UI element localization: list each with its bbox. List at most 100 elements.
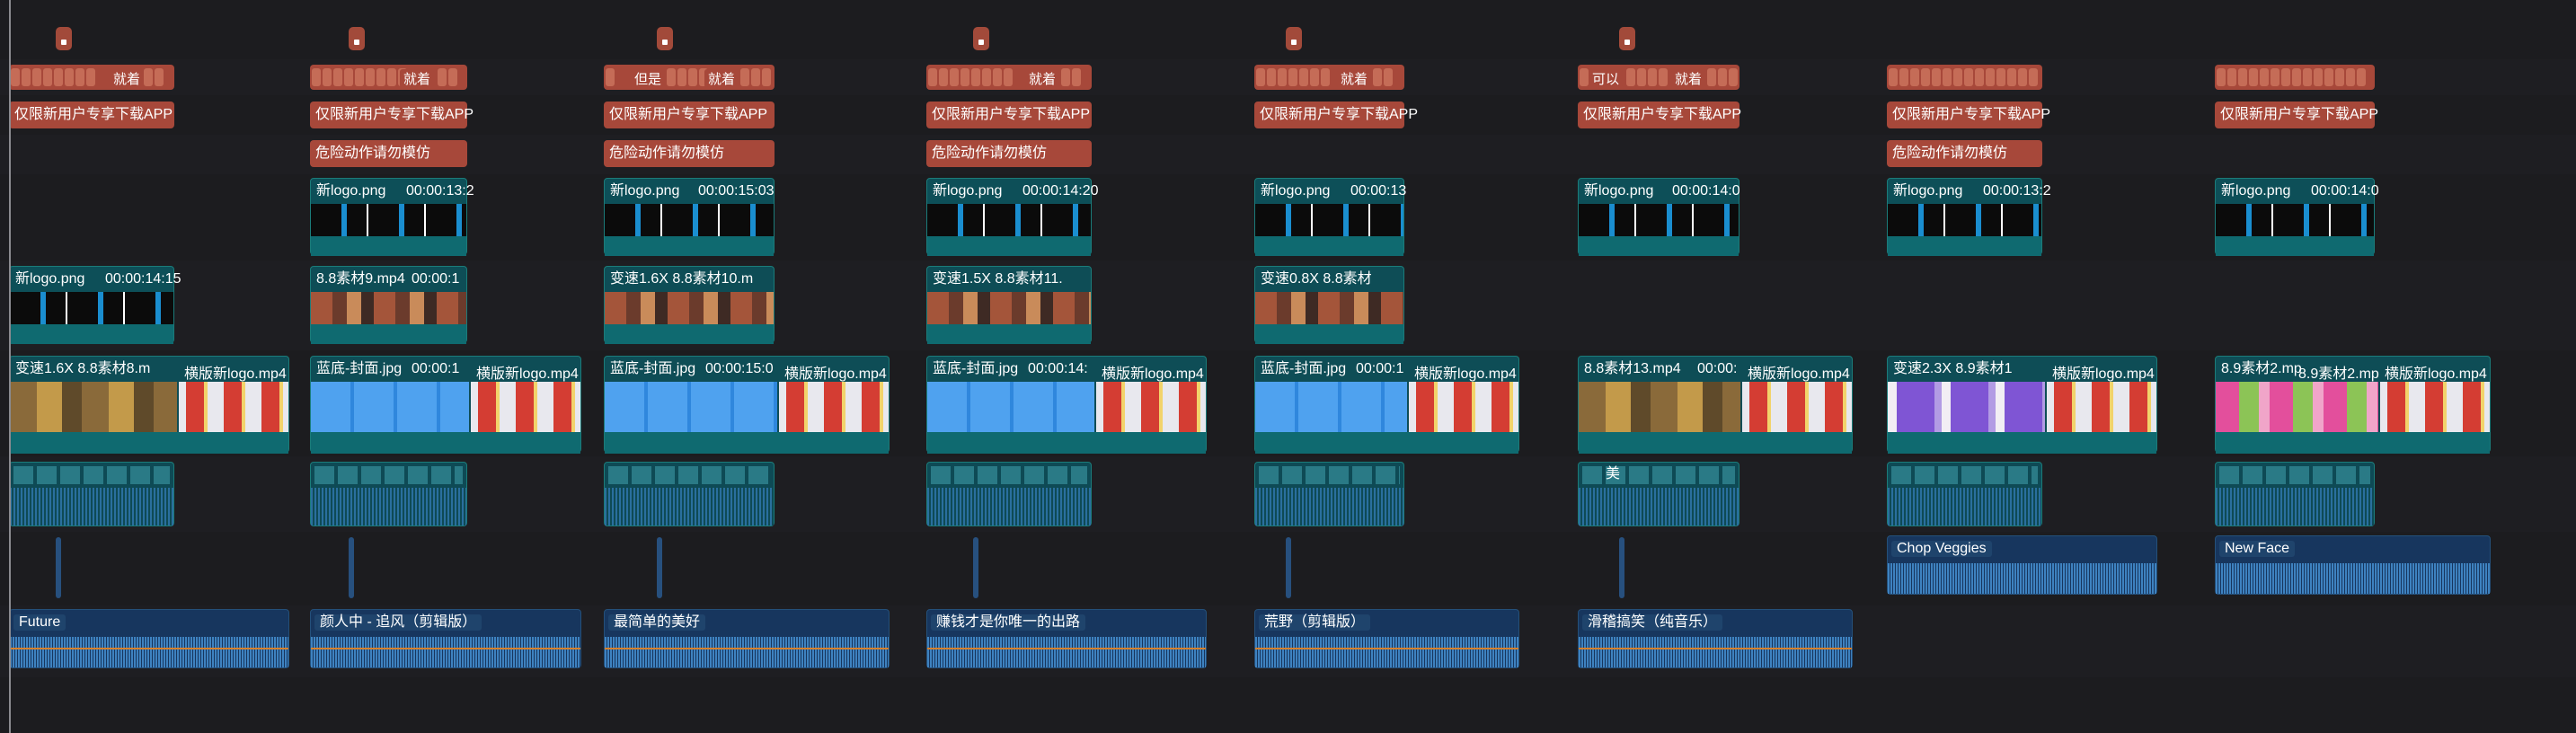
main-video-clip[interactable]: 变速2.3X 8.9素材1 横版新logo.mp4	[1887, 356, 2157, 454]
text-clip[interactable]: 危险动作请勿模仿	[310, 140, 467, 167]
marker-flag[interactable]	[56, 27, 72, 50]
marker-flag[interactable]	[349, 27, 365, 50]
audio-marker-clip[interactable]	[973, 537, 978, 598]
music-clip[interactable]: New Face	[2215, 535, 2491, 595]
text-clip[interactable]: 仅限新用户专享下载APP	[1578, 102, 1741, 128]
clip-duration: 00:00:15:03	[698, 183, 775, 199]
main-video-clip[interactable]: 蓝底-封面.jpg 00:00:14: 横版新logo.mp4	[926, 356, 1207, 454]
text-clip[interactable]: 危险动作请勿模仿	[604, 140, 775, 167]
music-clip[interactable]: Future	[9, 609, 289, 668]
marker-flag[interactable]	[973, 27, 989, 50]
audio-marker-clip[interactable]	[1619, 537, 1624, 598]
main-video-clip[interactable]: 蓝底-封面.jpg 00:00:15:0 横版新logo.mp4	[604, 356, 890, 454]
clip-label: 蓝底-封面.jpg	[933, 361, 1019, 376]
sfx-clip[interactable]	[1887, 462, 2042, 526]
text-clip[interactable]: 仅限新用户专享下载APP	[310, 102, 474, 128]
thumbnail-strip	[605, 292, 774, 324]
marker-flag[interactable]	[1286, 27, 1302, 50]
music-clip[interactable]: 颜人中 - 追风（剪辑版）	[310, 609, 581, 668]
logo-clip[interactable]: 新logo.png 00:00:14:0	[1578, 178, 1740, 256]
clip-duration: 00:00:14:0	[1672, 183, 1740, 199]
volume-line[interactable]	[311, 648, 580, 649]
sfx-clip[interactable]	[1254, 462, 1404, 526]
clip-duration: 00:00:14:	[1028, 361, 1088, 376]
music-clip[interactable]: 最简单的美好	[604, 609, 890, 668]
text-clip[interactable]: 仅限新用户专享下载APP	[1254, 102, 1418, 128]
text-clip[interactable]: 危险动作请勿模仿	[1887, 140, 2042, 167]
marker-flag[interactable]	[657, 27, 673, 50]
volume-line[interactable]	[1579, 648, 1852, 649]
sfx-clip[interactable]	[926, 462, 1092, 526]
text-clip[interactable]: 仅限新用户专享下载APP	[1887, 102, 2050, 128]
text-chip-clip[interactable]: 就着	[1254, 65, 1404, 90]
text-chip-clip[interactable]: 就着	[9, 65, 174, 90]
volume-line[interactable]	[605, 648, 889, 649]
text-clip[interactable]: 仅限新用户专享下载APP	[604, 102, 775, 128]
clip-label: 新logo.png	[1584, 183, 1654, 199]
main-video-clip[interactable]: 蓝底-封面.jpg 00:00:1 横版新logo.mp4	[1254, 356, 1519, 454]
clip-label: 荒野（剪辑版）	[1259, 614, 1371, 631]
text-chip-clip[interactable]: 就着	[310, 65, 467, 90]
text-clip[interactable]: 仅限新用户专享下载APP	[9, 102, 174, 128]
marker-flag[interactable]	[1619, 27, 1635, 50]
main-video-clip[interactable]: 变速1.6X 8.8素材8.m 横版新logo.mp4	[9, 356, 289, 454]
text-clip[interactable]: 危险动作请勿模仿	[926, 140, 1092, 167]
audio-marker-clip[interactable]	[657, 537, 662, 598]
playhead[interactable]	[9, 0, 11, 733]
thumbnail-strip	[311, 204, 466, 236]
clip-duration: 00:00:13:2	[1983, 183, 2051, 199]
music-clip[interactable]: Chop Veggies	[1887, 535, 2157, 595]
clip-label: 8.8素材13.mp4	[1584, 361, 1681, 376]
music-clip[interactable]: 荒野（剪辑版）	[1254, 609, 1519, 668]
sfx-clip[interactable]	[2215, 462, 2375, 526]
main-video-clip[interactable]: 8.8素材13.mp4 00:00: 横版新logo.mp4	[1578, 356, 1853, 454]
audio-marker-clip[interactable]	[1286, 537, 1291, 598]
text-clip[interactable]: 仅限新用户专享下载APP	[2215, 102, 2378, 128]
clip-label: 蓝底-封面.jpg	[1261, 361, 1347, 376]
text-chip-clip[interactable]: 但是 就着	[604, 65, 775, 90]
thumbnail-strip	[311, 292, 466, 324]
sfx-clip[interactable]	[604, 462, 775, 526]
clip-label: 8.9素材2.mp	[2221, 361, 2302, 376]
text-chip-clip[interactable]: 可以 就着	[1578, 65, 1739, 90]
thumbnail-strip	[605, 382, 777, 432]
video-clip[interactable]: 变速1.5X 8.8素材11.	[926, 266, 1092, 344]
text-chip-clip[interactable]	[1887, 65, 2042, 90]
music-clip[interactable]: 赚钱才是你唯一的出路	[926, 609, 1207, 668]
chip-label: 就着	[400, 69, 435, 88]
text-clip[interactable]: 仅限新用户专享下载APP	[926, 102, 1092, 128]
clip-label: 变速0.8X 8.8素材	[1261, 271, 1372, 287]
sfx-clip[interactable]: 美	[1578, 462, 1739, 526]
clip-duration: 00:00:14:15	[105, 271, 181, 287]
clip-label: 美	[1606, 466, 1621, 481]
music-clip[interactable]: 滑稽搞笑（纯音乐）	[1578, 609, 1853, 668]
volume-line[interactable]	[1255, 648, 1518, 649]
main-video-clip[interactable]: 蓝底-封面.jpg 00:00:1 横版新logo.mp4	[310, 356, 581, 454]
clip-label: 危险动作请勿模仿	[609, 146, 725, 161]
audio-marker-clip[interactable]	[56, 537, 61, 598]
volume-line[interactable]	[10, 648, 288, 649]
sfx-clip[interactable]	[310, 462, 467, 526]
sfx-clip[interactable]	[9, 462, 174, 526]
main-video-clip[interactable]: 8.9素材2.mp 8.9素材2.mp 横版新logo.mp4	[2215, 356, 2491, 454]
text-chip-clip[interactable]	[2215, 65, 2375, 90]
thumbnail-strip	[1255, 204, 1403, 236]
video-clip[interactable]: 变速0.8X 8.8素材	[1254, 266, 1404, 344]
volume-line[interactable]	[927, 648, 1206, 649]
text-chip-clip[interactable]: 就着	[926, 65, 1092, 90]
audio-marker-clip[interactable]	[349, 537, 354, 598]
waveform	[10, 488, 173, 525]
video-clip[interactable]: 变速1.6X 8.8素材10.m	[604, 266, 775, 344]
waveform	[927, 637, 1206, 667]
clip-label: 危险动作请勿模仿	[1892, 146, 2008, 161]
clip-label-secondary: 横版新logo.mp4	[1102, 366, 1204, 382]
